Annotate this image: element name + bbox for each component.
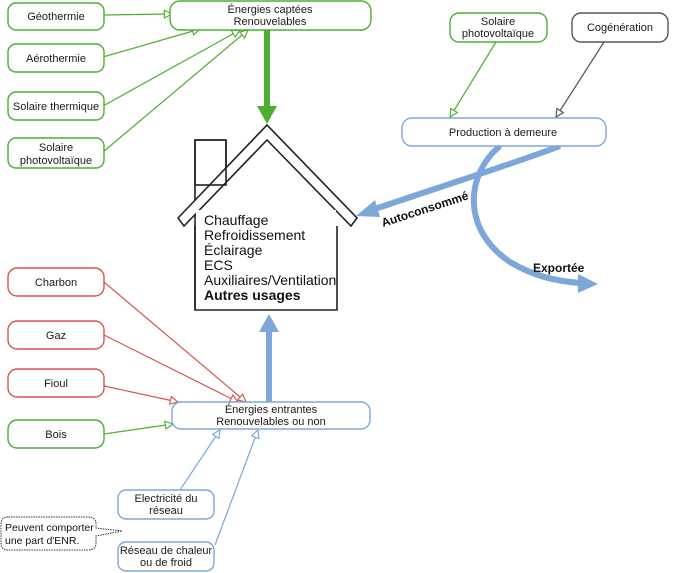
cogeneration-label: Cogénération <box>587 22 653 34</box>
solaire-thermique-label: Solaire thermique <box>13 101 99 113</box>
charbon-connector <box>103 281 246 402</box>
bois-box: Bois <box>7 419 105 449</box>
electricite-line2: réseau <box>149 505 183 517</box>
aerothermie-box: Aérothermie <box>7 43 105 73</box>
charbon-label: Charbon <box>35 277 77 289</box>
fioul-box: Fioul <box>7 368 105 398</box>
bois-connector <box>103 424 173 435</box>
reseau-chaleur-box: Réseau de chaleur ou de froid <box>117 541 215 572</box>
bois-label: Bois <box>45 429 67 441</box>
fioul-connector <box>103 385 178 402</box>
energies-entrantes-line1: Énergies entrantes <box>225 403 318 416</box>
energies-captees-box: Énergies captées Renouvelables <box>169 0 372 31</box>
energies-entrantes-box: Énergies entrantes Renouvelables ou non <box>171 401 371 430</box>
geothermie-label: Géothermie <box>27 11 84 23</box>
electricite-reseau-box: Electricité du réseau <box>117 489 215 520</box>
usage-chauffage: Chauffage <box>204 212 269 228</box>
solaire-pv-right-line2: photovoltaïque <box>462 28 534 40</box>
geothermie-box: Géothermie <box>7 2 105 31</box>
solaire-thermique-box: Solaire thermique <box>7 91 105 121</box>
exportee-label: Exportée <box>533 261 585 275</box>
gaz-label: Gaz <box>46 330 66 342</box>
solaire-pv-box: Solaire photovoltaïque <box>7 137 105 169</box>
reseau-chaleur-line2: ou de froid <box>140 557 192 569</box>
note-line1: Peuvent comporter <box>5 522 94 534</box>
energies-captees-line1: Énergies captées <box>228 3 313 16</box>
autoconsomme-flow <box>356 143 562 217</box>
entrantes-to-house-arrow <box>259 314 279 402</box>
solaire-pv-right-line1: Solaire <box>481 16 515 28</box>
electricite-connector <box>179 430 220 491</box>
gaz-connector <box>103 334 238 402</box>
captees-to-house-arrow <box>257 30 277 124</box>
reseau-chaleur-line1: Réseau de chaleur <box>120 545 213 557</box>
solaire-pv-label-line2: photovoltaïque <box>20 155 92 167</box>
electricite-line1: Electricité du <box>135 493 198 505</box>
house <box>176 123 359 311</box>
solaire-pv-right-connector <box>450 41 497 117</box>
usage-autres: Autres usages <box>204 287 301 303</box>
energies-captees-line2: Renouvelables <box>234 16 307 28</box>
cogeneration-box: Cogénération <box>571 12 669 43</box>
note-line2: une part d'ENR. <box>5 535 79 547</box>
aerothermie-connector <box>102 29 200 58</box>
solaire-thermique-connector <box>102 30 240 107</box>
solaire-pv-right-box: Solaire photovoltaïque <box>449 12 548 43</box>
note-callout: Peuvent comporter une part d'ENR. <box>0 516 123 551</box>
production-demeure-label: Production à demeure <box>449 127 557 139</box>
usage-auxiliaires: Auxiliaires/Ventilation <box>204 272 336 288</box>
production-demeure-box: Production à demeure <box>401 117 607 147</box>
usage-refroidissement: Refroidissement <box>204 227 305 243</box>
solaire-pv-label-line1: Solaire <box>39 142 73 154</box>
charbon-box: Charbon <box>7 267 105 297</box>
fioul-label: Fioul <box>44 378 68 390</box>
energies-entrantes-line2: Renouvelables ou non <box>216 416 325 428</box>
cogeneration-connector <box>556 41 605 117</box>
aerothermie-label: Aérothermie <box>26 53 86 65</box>
usage-eclairage: Éclairage <box>204 242 263 258</box>
reseau-chaleur-connector <box>214 430 258 546</box>
exportee-flow <box>470 143 598 293</box>
geothermie-connector <box>102 14 172 15</box>
gaz-box: Gaz <box>7 320 105 350</box>
usage-ecs: ECS <box>204 257 233 273</box>
solaire-pv-connector <box>102 30 248 153</box>
